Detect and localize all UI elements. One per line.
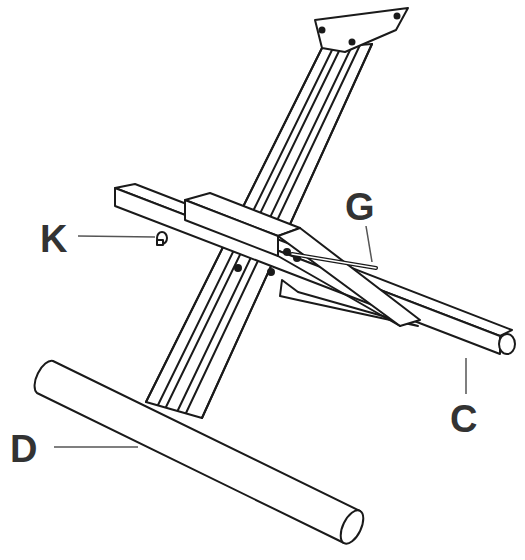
leader-line: [465, 358, 467, 394]
part-letter: C: [450, 400, 477, 438]
upper-beam: [185, 193, 420, 326]
part-letter: K: [40, 220, 67, 258]
leader-line: [54, 446, 138, 448]
rod: [292, 254, 376, 268]
knob: [157, 232, 167, 245]
leader-line: [78, 236, 155, 237]
crossbar: [115, 184, 515, 354]
part-letter: D: [10, 430, 37, 468]
leader-line: [366, 226, 372, 262]
part-letter: G: [345, 188, 375, 226]
base-tube: [35, 361, 368, 547]
top-plate: [315, 8, 408, 52]
